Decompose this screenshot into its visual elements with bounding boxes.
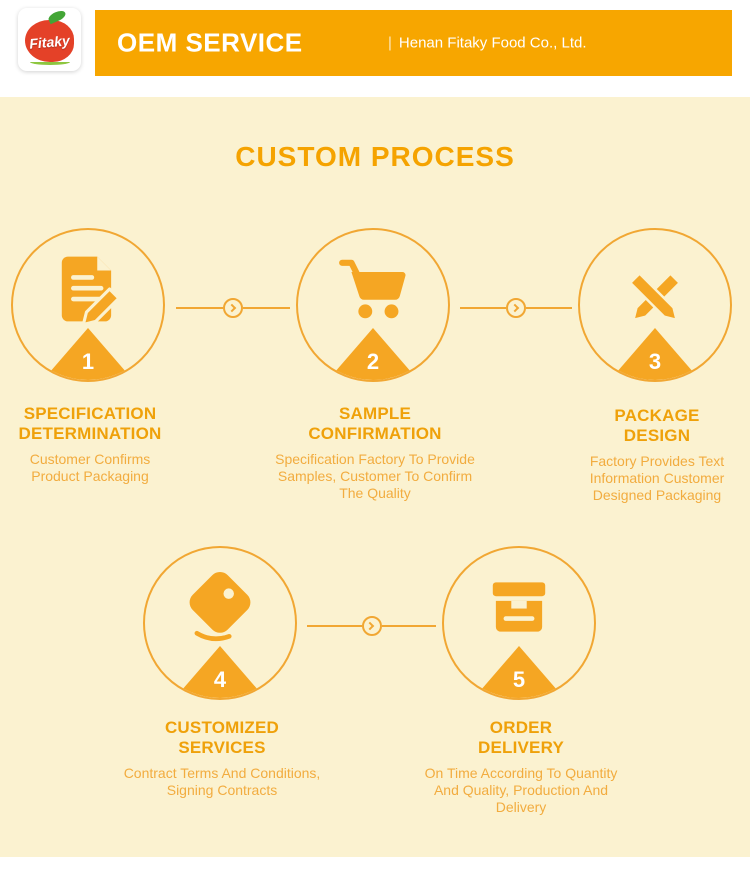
step-title: SPECIFICATION DETERMINATION bbox=[0, 404, 185, 444]
header-banner: OEM SERVICE | Henan Fitaky Food Co., Ltd. bbox=[95, 10, 732, 76]
banner-title: OEM SERVICE bbox=[117, 27, 303, 58]
chevron-right-icon bbox=[223, 298, 243, 318]
step-5-circle: 5 bbox=[442, 546, 596, 700]
divider: | bbox=[388, 34, 392, 52]
step-description: Specification Factory To Provide Samples… bbox=[275, 451, 475, 501]
step-description: Factory Provides Text Information Custom… bbox=[589, 453, 725, 503]
step-number: 4 bbox=[213, 667, 227, 692]
step-title-line: DETERMINATION bbox=[18, 424, 162, 443]
step-title-line: DESIGN bbox=[623, 426, 691, 445]
section-title: CUSTOM PROCESS bbox=[235, 141, 515, 172]
mango-icon bbox=[25, 20, 74, 62]
connector-2 bbox=[460, 297, 572, 319]
connector-3 bbox=[307, 615, 436, 637]
step-2-text: SAMPLE CONFIRMATION Specification Factor… bbox=[265, 404, 485, 502]
step-title: CUSTOMIZED SERVICES bbox=[117, 718, 327, 758]
step-description: Contract Terms And Conditions, Signing C… bbox=[123, 765, 321, 798]
step-title-line: SPECIFICATION bbox=[23, 404, 157, 423]
step-title-line: SERVICES bbox=[178, 738, 266, 757]
step-4-circle: 4 bbox=[143, 546, 297, 700]
logo-swoosh bbox=[30, 59, 70, 65]
design-pencils-icon bbox=[618, 252, 692, 326]
step-number: 2 bbox=[366, 349, 380, 374]
document-pencil-icon bbox=[51, 252, 125, 326]
custom-process-section: CUSTOM PROCESS 1 bbox=[0, 97, 750, 857]
step-3-circle: 3 bbox=[578, 228, 732, 382]
step-description: On Time According To Quantity And Qualit… bbox=[424, 765, 618, 815]
step-4-text: CUSTOMIZED SERVICES Contract Terms And C… bbox=[117, 718, 327, 799]
connector-line bbox=[460, 307, 506, 309]
shopping-cart-icon bbox=[336, 252, 410, 326]
step-number: 3 bbox=[648, 349, 662, 374]
price-tag-icon bbox=[183, 570, 257, 644]
connector-1 bbox=[176, 297, 290, 319]
fitaky-logo: Fitaky bbox=[18, 8, 81, 71]
step-title-line: CUSTOMIZED bbox=[164, 718, 280, 737]
connector-line bbox=[176, 307, 223, 309]
step-title: ORDER DELIVERY bbox=[411, 718, 631, 758]
company-name-text: Henan Fitaky Food Co., Ltd. bbox=[398, 34, 587, 52]
step-title-line: SAMPLE bbox=[338, 404, 412, 423]
step-number: 1 bbox=[81, 349, 95, 374]
step-title-line: ORDER bbox=[489, 718, 553, 737]
step-3-text: PACKAGE DESIGN Factory Provides Text Inf… bbox=[562, 406, 750, 504]
step-2-circle: 2 bbox=[296, 228, 450, 382]
package-box-icon bbox=[482, 570, 556, 644]
step-5-text: ORDER DELIVERY On Time According To Quan… bbox=[411, 718, 631, 816]
connector-line bbox=[307, 625, 362, 627]
step-title: PACKAGE DESIGN bbox=[562, 406, 750, 446]
step-title: SAMPLE CONFIRMATION bbox=[265, 404, 485, 444]
connector-line bbox=[243, 307, 290, 309]
chevron-right-icon bbox=[506, 298, 526, 318]
step-title-line: CONFIRMATION bbox=[308, 424, 442, 443]
company-name: | Henan Fitaky Food Co., Ltd. bbox=[388, 35, 587, 52]
step-1-circle: 1 bbox=[11, 228, 165, 382]
step-description: Customer Confirms Product Packaging bbox=[29, 451, 151, 484]
chevron-right-icon bbox=[361, 616, 382, 636]
step-1-text: SPECIFICATION DETERMINATION Customer Con… bbox=[0, 404, 185, 485]
connector-line bbox=[526, 307, 572, 309]
connector-line bbox=[381, 625, 436, 627]
step-title-line: PACKAGE bbox=[614, 406, 700, 425]
step-title-line: DELIVERY bbox=[478, 738, 564, 757]
step-number: 5 bbox=[512, 667, 526, 692]
